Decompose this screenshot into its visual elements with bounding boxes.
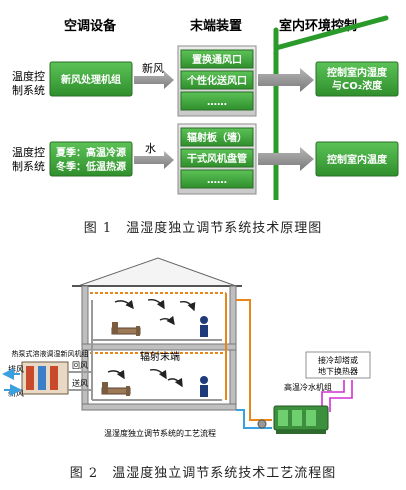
chiller-label: 高温冷水机组 [284,382,332,392]
airflow-arrow-1 [114,299,134,310]
control-humidity-box [315,61,399,97]
airflow-arrow-5 [107,369,125,380]
fresh-air-unit-box [49,61,133,97]
principle-diagram: 空调设备 末端装置 室内环境控制 温度控 制系统 新风处理机组 新风 置换通风口… [12,15,399,200]
terminal-water-item-3: …… [207,175,227,186]
floor-slab-bottom [81,403,237,411]
control-humidity-label-1: 控制室内湿度 [327,66,388,79]
person-icon-upper [200,316,208,337]
chiller-unit [273,405,329,434]
terminal-air-item-3-box [180,91,254,111]
temperature-system-label-2: 制系统 [12,160,45,173]
bed-icon-lower [101,382,131,396]
airflow-arrow-7 [167,377,183,388]
heat-pump-unit-label: 热泵式溶液调湿新风机组 [12,349,89,358]
control-humidity-label-2: 与CO₂浓度 [332,79,383,92]
exhaust-label: 排风 [8,364,24,374]
humidity-system-label-1: 温度控 [12,69,45,83]
header-terminal: 末端装置 [189,18,242,34]
bed-icon-upper [111,322,141,336]
inner-caption: 温湿度独立调节系统的工艺流程 [104,428,216,438]
floor-slab-middle [81,343,237,351]
fresh-air-unit-label: 新风处理机组 [61,73,121,86]
heat-pump-coil-1 [26,366,34,390]
water-arrow-label: 水 [145,142,156,155]
fresh-air-arrow-label: 新风 [142,61,164,75]
control-temperature-label: 控制室内温度 [327,153,388,166]
pump-icon [257,419,267,429]
cooling-heating-box [49,141,133,177]
terminal-to-indoor-arrow-2 [258,147,314,171]
cooling-tower-box [305,351,371,379]
terminal-air-item-2: 个性化送风口 [186,74,247,87]
terminal-air-item-2-box [180,70,254,90]
humidity-system-label-2: 制系统 [12,84,45,97]
chiller-supply-pipe [236,299,272,421]
terminal-water-item-1: 辐射板（墙） [187,131,247,144]
figure2-caption: 图 2 温湿度独立调节系统技术工艺流程图 [69,466,337,481]
figure1-caption: 图 1 温湿度独立调节系统技术原理图 [83,221,323,236]
terminal-air-item-3: …… [207,97,227,108]
radiant-terminal-label: 辐射末端 [140,350,180,363]
airflow-arrow-3 [179,300,196,312]
building-roof [77,257,237,287]
airflow-arrow-4 [159,315,175,326]
house-roof-outline [273,15,389,51]
header-equipment: 空调设备 [64,18,117,34]
heat-pump-coil-2 [38,366,46,390]
control-temperature-box [315,141,399,177]
heat-pump-coil-3 [50,366,58,390]
summer-cooling-label: 夏季：高温冷源 [55,146,126,159]
cooling-tower-label-2: 地下换热器 [318,366,358,376]
terminal-air-item-1: 置换通风口 [192,53,242,66]
fresh-air-arrow [134,71,174,89]
terminal-water-item-2: 干式风机盘管 [187,152,247,165]
terminal-water-item-1-box [180,127,254,147]
terminal-air-item-1-box [180,49,254,69]
chiller-return-pipe [236,409,272,429]
terminal-water-item-2-box [180,148,254,168]
airflow-arrow-6 [149,368,167,380]
supply-air-label: 送风 [72,378,88,388]
return-air-label: 回风 [72,361,88,370]
person-icon-lower [200,376,208,397]
airflow-arrow-2 [147,298,165,310]
cooling-tower-pipes [321,380,353,412]
cooling-tower-label-1: 接冷却塔或 [318,355,358,365]
temperature-system-label-1: 温度控 [12,145,45,159]
water-arrow [134,151,174,169]
winter-heating-label: 冬季：低温热源 [56,160,126,173]
terminal-to-indoor-arrow-1 [258,68,314,92]
terminal-water-item-3-box [180,169,254,189]
